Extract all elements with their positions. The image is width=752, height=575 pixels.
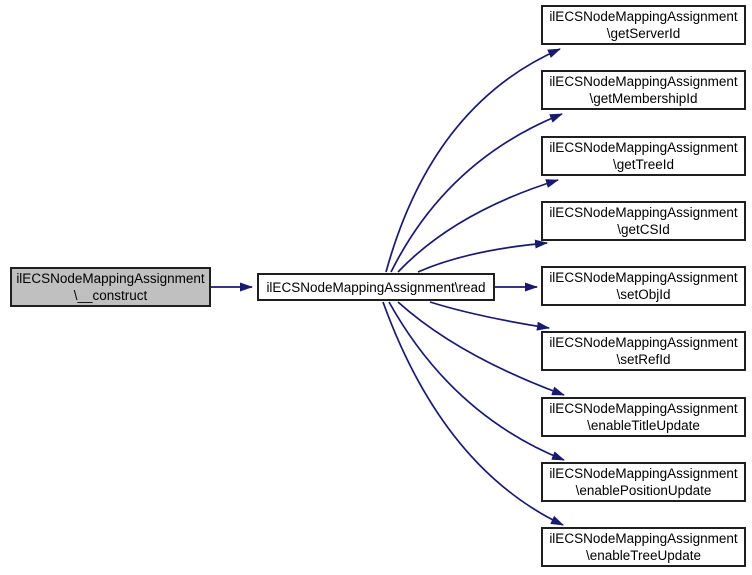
edge-read-to-setrefid (429, 301, 550, 331)
node-read[interactable]: ilECSNodeMappingAssignment\read (257, 273, 495, 301)
edge-read-to-getserverid (385, 48, 561, 273)
node-construct-method: \__construct (73, 288, 148, 303)
node-setrefid[interactable]: ilECSNodeMappingAssignment \setRefId (541, 331, 746, 371)
node-construct[interactable]: ilECSNodeMappingAssignment \__construct (10, 267, 211, 307)
edge-read-to-enablepositionupdate (388, 301, 565, 461)
node-enabletitleupdate-class: ilECSNodeMappingAssignment (549, 401, 738, 416)
node-getcsid-method: \getCSId (617, 222, 670, 237)
edge-read-to-getcsid (417, 239, 548, 273)
edge-read-to-enabletreeupdate (382, 301, 564, 526)
node-setobjid-method: \setObjId (616, 287, 671, 302)
node-gettreeid-class: ilECSNodeMappingAssignment (549, 140, 738, 155)
edge-read-to-enabletitleupdate (397, 301, 565, 396)
node-setrefid-class: ilECSNodeMappingAssignment (549, 335, 738, 350)
node-enablepositionupdate-class: ilECSNodeMappingAssignment (549, 466, 738, 481)
node-getmembershipid[interactable]: ilECSNodeMappingAssignment \getMembershi… (541, 70, 746, 110)
node-gettreeid[interactable]: ilECSNodeMappingAssignment \getTreeId (541, 136, 746, 176)
node-construct-class: ilECSNodeMappingAssignment (16, 271, 205, 286)
node-getcsid-class: ilECSNodeMappingAssignment (549, 205, 738, 220)
node-enabletitleupdate-method: \enableTitleUpdate (587, 418, 700, 433)
node-gettreeid-method: \getTreeId (612, 157, 675, 172)
node-getserverid[interactable]: ilECSNodeMappingAssignment \getServerId (541, 5, 746, 45)
node-enablepositionupdate-method: \enablePositionUpdate (575, 483, 712, 498)
node-enabletreeupdate[interactable]: ilECSNodeMappingAssignment \enableTreeUp… (541, 527, 746, 567)
node-setobjid-class: ilECSNodeMappingAssignment (549, 270, 738, 285)
node-getmembershipid-method: \getMembershipId (589, 91, 698, 106)
node-getserverid-class: ilECSNodeMappingAssignment (549, 9, 738, 24)
edge-read-to-gettreeid (397, 179, 559, 273)
node-enabletitleupdate[interactable]: ilECSNodeMappingAssignment \enableTitleU… (541, 397, 746, 437)
node-enabletreeupdate-method: \enableTreeUpdate (585, 548, 702, 563)
node-enablepositionupdate[interactable]: ilECSNodeMappingAssignment \enablePositi… (541, 462, 746, 502)
node-getmembershipid-class: ilECSNodeMappingAssignment (549, 74, 738, 89)
node-setrefid-method: \setRefId (616, 352, 671, 367)
node-getserverid-method: \getServerId (606, 26, 681, 41)
node-setobjid[interactable]: ilECSNodeMappingAssignment \setObjId (541, 266, 746, 306)
node-getcsid[interactable]: ilECSNodeMappingAssignment \getCSId (541, 201, 746, 241)
edge-read-to-getmembershipid (390, 113, 563, 273)
node-read-label: ilECSNodeMappingAssignment\read (266, 279, 486, 295)
node-enabletreeupdate-class: ilECSNodeMappingAssignment (549, 531, 738, 546)
